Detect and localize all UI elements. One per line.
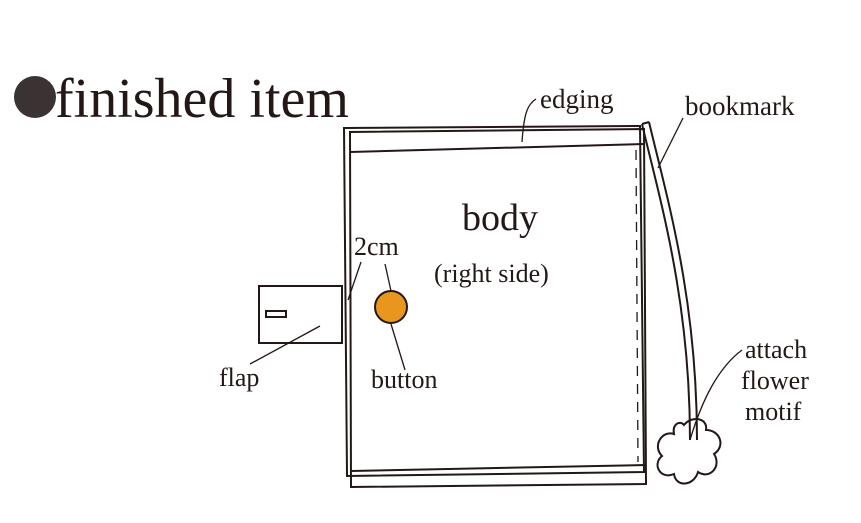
edging-leader [521, 98, 537, 143]
bookmark-top-cap [641, 121, 650, 125]
flap-leader [249, 325, 321, 365]
flap-buttonhole [265, 310, 287, 318]
top-edging-line [349, 143, 645, 153]
page-title: finished item [55, 68, 349, 130]
flap [258, 285, 343, 344]
label-edging: edging [540, 84, 614, 114]
title-group: finished item [14, 68, 349, 130]
label-attach-line2: flower [741, 366, 809, 395]
label-attach-line3: motif [745, 397, 802, 426]
bookmark-ribbon [641, 123, 691, 441]
width-2cm-leader [347, 261, 362, 301]
label-button: button [371, 365, 437, 394]
button-leader [390, 323, 406, 371]
label-flap: flap [219, 363, 259, 392]
label-bookmark: bookmark [685, 91, 795, 121]
title-bullet-icon [14, 76, 56, 118]
label-right-side: (right side) [434, 259, 549, 288]
flower-motif-icon [656, 418, 722, 485]
bookmark-leader [657, 117, 684, 169]
bookmark-ribbon-edge [648, 121, 698, 441]
button-icon [374, 290, 408, 324]
bottom-edging-line [350, 464, 647, 472]
button-top-leader [384, 263, 392, 292]
attach-leader [689, 349, 743, 441]
body-back-layer [342, 124, 646, 478]
fold-dashed-line [635, 149, 639, 463]
label-2cm: 2cm [354, 232, 399, 261]
label-body: body [462, 197, 538, 239]
label-attach-line1: attach [745, 335, 807, 364]
body-panel [348, 127, 648, 489]
